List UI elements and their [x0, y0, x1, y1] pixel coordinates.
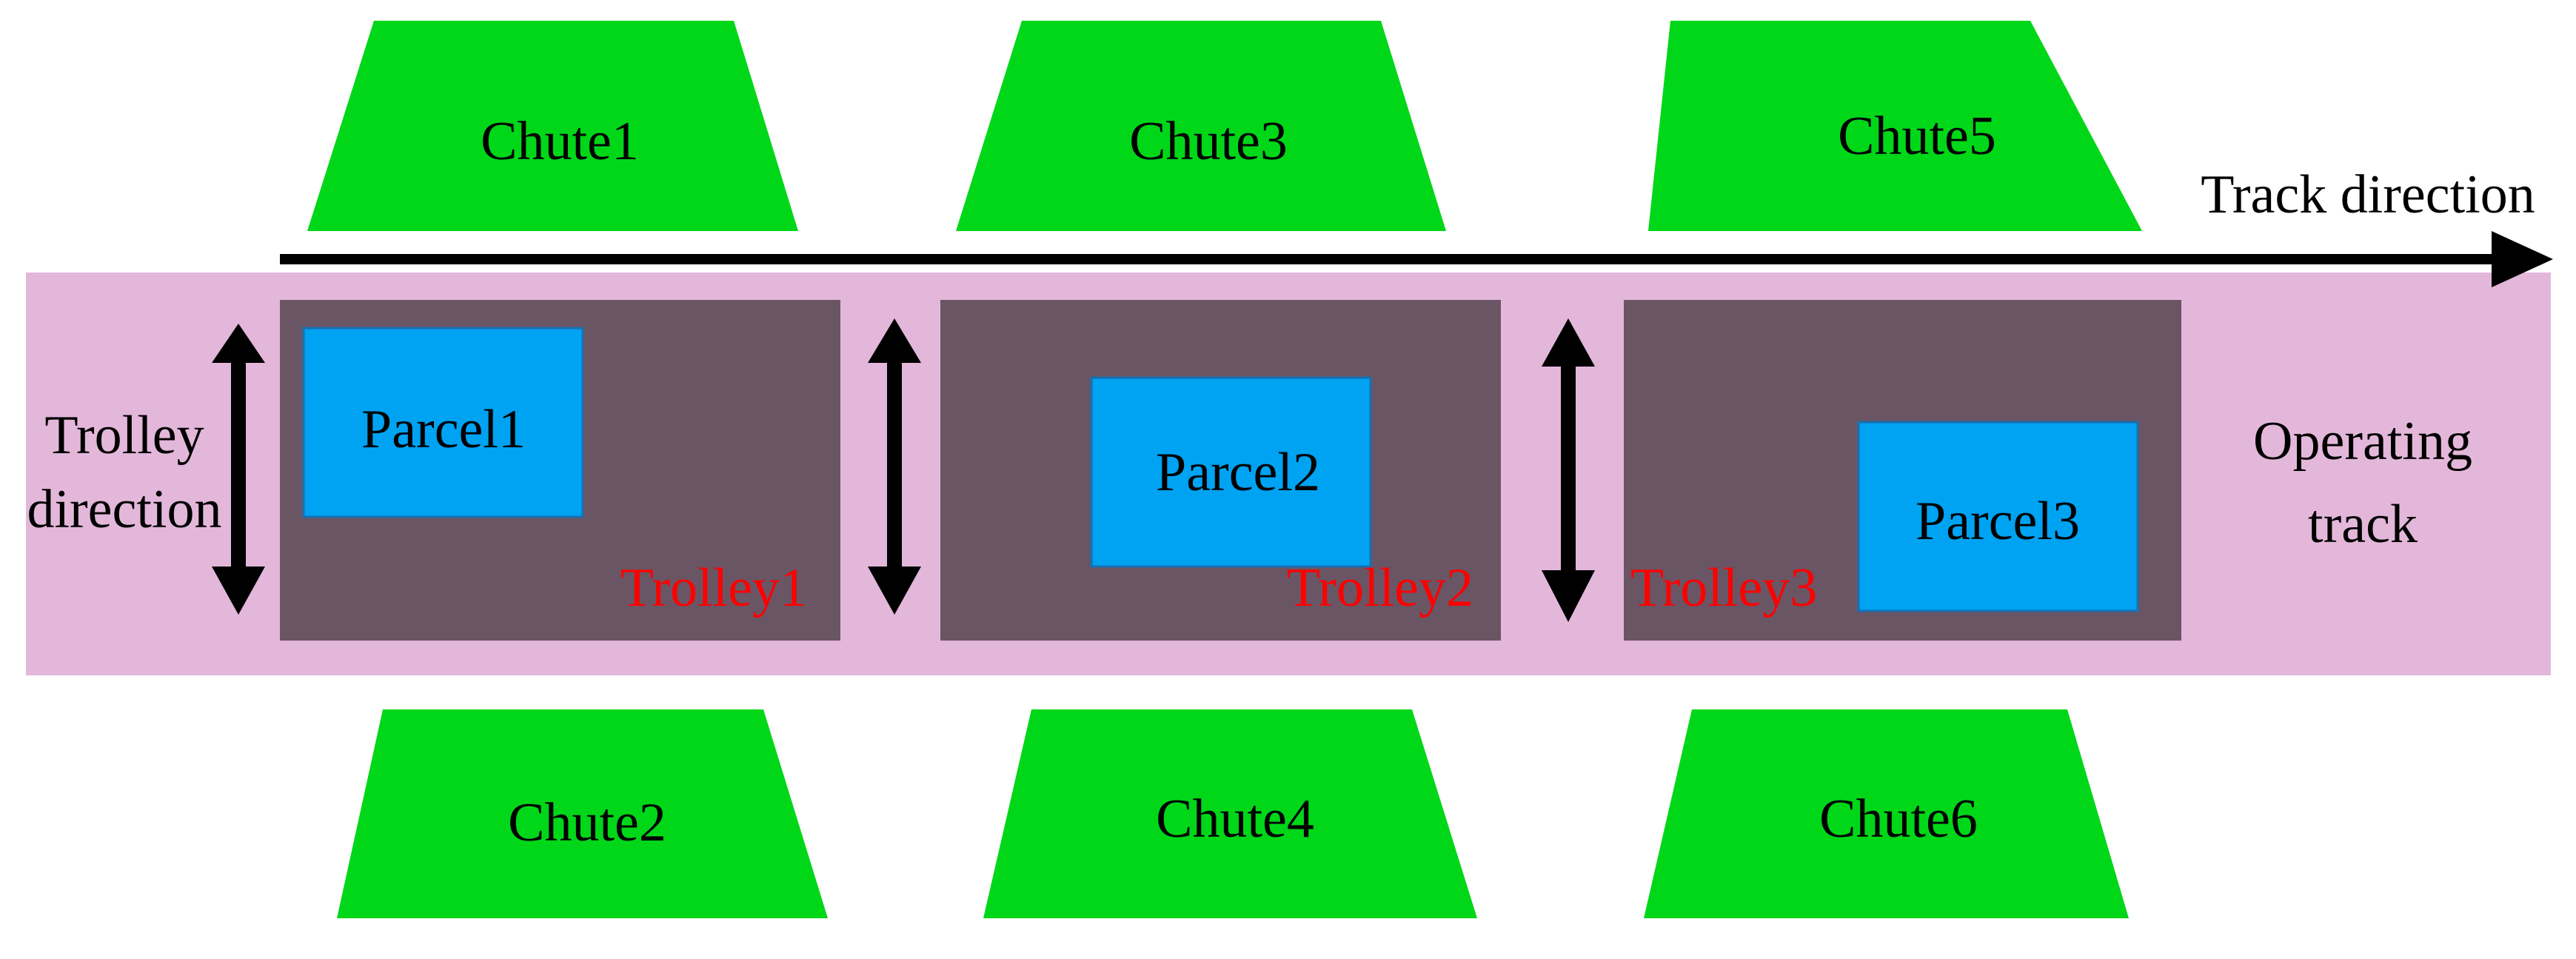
chute-label: Chute3 [1129, 111, 1288, 172]
track-direction-label: Track direction [2201, 164, 2535, 225]
chute-label: Chute5 [1838, 106, 1996, 167]
chute-label: Chute2 [508, 792, 666, 853]
parcel-label: Parcel2 [1156, 442, 1320, 503]
chute-label: Chute4 [1156, 789, 1314, 849]
trolley-direction-label-line2: direction [27, 479, 221, 540]
trolley-1: Parcel1 Trolley1 [280, 300, 840, 641]
chute-top-1: Chute1 [307, 21, 798, 231]
parcel-label: Parcel1 [361, 399, 526, 460]
trolley-2: Parcel2 Trolley2 [940, 300, 1501, 641]
trolley-label: Trolley1 [620, 558, 807, 618]
double-arrow-vertical-icon [1542, 318, 1595, 622]
chute-bottom-2: Chute4 [983, 709, 1477, 918]
track-direction-arrow-icon [280, 231, 2553, 287]
chute-top-3: Chute5 [1648, 21, 2142, 231]
operating-track-label-line1: Operating [2253, 411, 2472, 472]
parcel-3 [1857, 421, 2139, 612]
trolley-label: Trolley3 [1630, 558, 1817, 618]
chute-bottom-1: Chute2 [337, 709, 828, 918]
trolley-direction-label-line1: Trolley [44, 405, 204, 466]
chute-bottom-3: Chute6 [1644, 709, 2129, 918]
operating-track-label-line2: track [2308, 494, 2418, 555]
chute-label: Chute1 [481, 111, 639, 172]
double-arrow-vertical-icon [212, 324, 265, 615]
chute-label: Chute6 [1819, 789, 1978, 849]
trolley-3: Parcel3 Trolley3 [1624, 300, 2181, 641]
parcel-label: Parcel3 [1916, 491, 2080, 552]
parcel-1 [302, 327, 584, 518]
trolley-label: Trolley2 [1287, 558, 1473, 618]
double-arrow-vertical-icon [868, 318, 921, 615]
parcel-2 [1090, 376, 1372, 568]
chute-top-2: Chute3 [956, 21, 1446, 231]
